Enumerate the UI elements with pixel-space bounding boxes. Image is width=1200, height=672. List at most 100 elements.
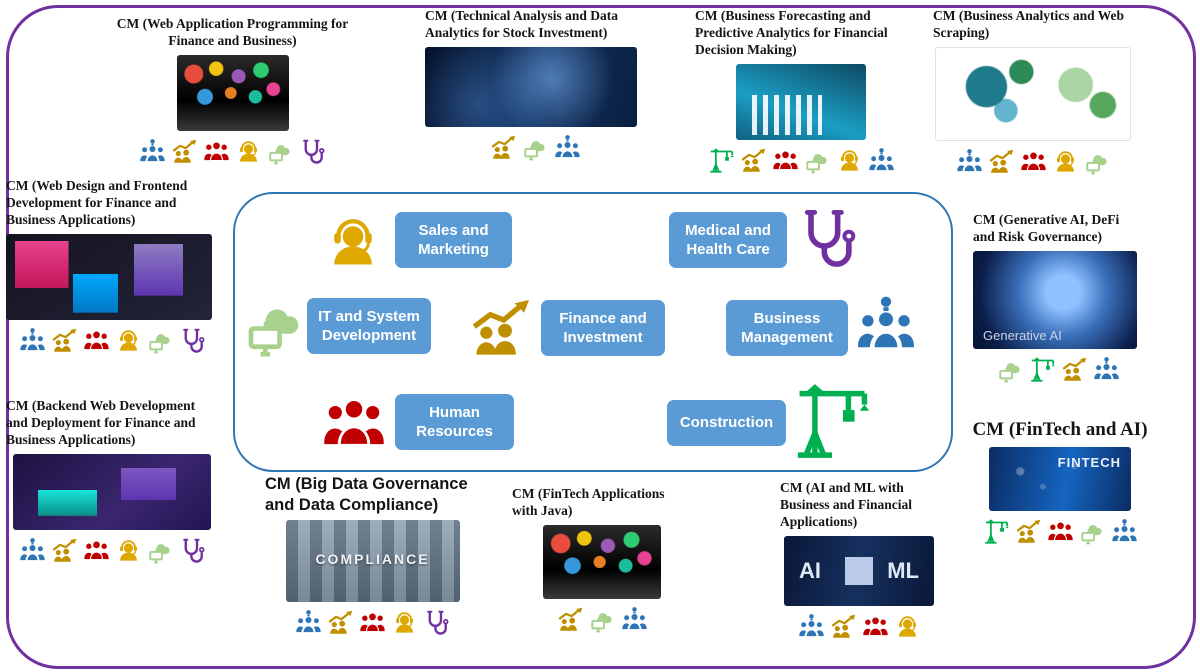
module-title: CM (Generative AI, DeFi and Risk Governa…	[973, 212, 1120, 244]
sales-marketing-icon	[323, 212, 383, 272]
business-management-icon	[868, 147, 895, 174]
human-resources-icon	[83, 537, 110, 564]
human-resources-icon	[772, 147, 799, 174]
human-resources-icon	[321, 390, 387, 456]
it-system-icon	[997, 356, 1024, 383]
sales-marketing-icon	[894, 613, 921, 640]
module-image-business-analytics	[935, 46, 1131, 141]
fintech-caption: FINTECH	[1057, 454, 1121, 470]
module-title: CM (Web Design and Frontend Development …	[6, 178, 188, 227]
module-sector-icons	[695, 147, 907, 174]
module-sector-icons	[933, 148, 1133, 175]
module-card-generative-ai: CM (Generative AI, DeFi and Risk Governa…	[973, 212, 1143, 383]
module-title: CM (Web Application Programming for Fina…	[116, 16, 349, 48]
module-title: CM (FinTech Applications with Java)	[512, 486, 665, 518]
human-resources-icon	[83, 327, 110, 354]
business-management-icon	[1111, 518, 1138, 545]
business-management-icon	[19, 327, 46, 354]
module-image-web-app-programming	[176, 54, 289, 131]
team-idea-icon	[855, 294, 917, 356]
ml-caption: ML	[887, 557, 919, 583]
module-sector-icons	[6, 537, 218, 564]
module-sector-icons	[780, 613, 938, 640]
crane-icon	[791, 380, 873, 462]
compliance-caption: COMPLIANCE	[315, 551, 430, 568]
finance-icon	[1015, 518, 1042, 545]
business-management-icon	[19, 537, 46, 564]
module-sector-icons	[425, 134, 645, 161]
module-image-backend-web-development	[13, 453, 211, 530]
finance-icon	[740, 147, 767, 174]
human-resources-icon	[1020, 148, 1047, 175]
medical-icon	[299, 138, 326, 165]
cloud-computing-icon	[243, 292, 309, 358]
business-management-icon	[554, 134, 581, 161]
medical-icon	[423, 609, 450, 636]
sector-label: Human Resources	[416, 403, 493, 441]
medical-icon	[179, 327, 206, 354]
sector-pill-finance: Finance and Investment	[541, 300, 665, 356]
module-card-fintech-java: CM (FinTech Applications with Java)	[512, 486, 692, 633]
construction-icon	[983, 518, 1010, 545]
business-management-icon	[621, 606, 648, 633]
it-system-icon	[267, 138, 294, 165]
module-sector-icons	[265, 609, 480, 636]
sector-pill-business-management: Business Management	[726, 300, 848, 356]
sales-marketing-icon	[836, 147, 863, 174]
finance-icon	[51, 537, 78, 564]
sector-pill-sales-marketing: Sales and Marketing	[395, 212, 512, 268]
module-sector-icons	[973, 356, 1143, 383]
finance-icon	[1061, 356, 1088, 383]
sales-marketing-icon	[115, 537, 142, 564]
module-image-ai-ml: AI ML	[784, 535, 934, 606]
business-management-icon	[798, 613, 825, 640]
medical-icon	[179, 537, 206, 564]
module-sector-icons	[105, 138, 360, 165]
human-resources-icon	[1047, 518, 1074, 545]
module-sector-icons	[512, 606, 692, 633]
finance-icon	[51, 327, 78, 354]
finance-growth-icon	[469, 296, 533, 360]
sector-pill-medical: Medical and Health Care	[669, 212, 787, 268]
business-management-icon	[956, 148, 983, 175]
module-title: CM (Big Data Governance and Data Complia…	[265, 475, 468, 514]
sales-marketing-icon	[115, 327, 142, 354]
construction-icon	[1029, 356, 1056, 383]
module-title: CM (Business Forecasting and Predictive …	[695, 8, 888, 57]
sector-map: Sales and Marketing Medical and Health C…	[233, 192, 953, 472]
sector-label: Medical and Health Care	[685, 221, 771, 259]
module-card-web-app-programming: CM (Web Application Programming for Fina…	[105, 16, 360, 165]
module-card-big-data-governance: CM (Big Data Governance and Data Complia…	[265, 474, 480, 636]
sales-marketing-icon	[1052, 148, 1079, 175]
module-card-business-analytics: CM (Business Analytics and Web Scraping)	[933, 8, 1133, 175]
it-system-icon	[804, 147, 831, 174]
construction-icon	[708, 147, 735, 174]
sector-label: Finance and Investment	[559, 309, 647, 347]
module-image-technical-analysis	[425, 46, 637, 127]
business-management-icon	[139, 138, 166, 165]
module-image-generative-ai: Generative AI	[973, 250, 1137, 349]
module-title: CM (Business Analytics and Web Scraping)	[933, 8, 1125, 40]
human-resources-icon	[203, 138, 230, 165]
module-image-fintech-java	[543, 524, 661, 599]
it-system-icon	[522, 134, 549, 161]
module-title: CM (FinTech and AI)	[972, 419, 1148, 440]
sector-label: Sales and Marketing	[418, 221, 489, 259]
human-resources-icon	[359, 609, 386, 636]
it-system-icon	[1084, 148, 1111, 175]
sales-marketing-icon	[235, 138, 262, 165]
it-system-icon	[147, 327, 174, 354]
module-sector-icons	[6, 327, 218, 354]
sector-pill-human-resources: Human Resources	[395, 394, 514, 450]
sector-label: Construction	[679, 414, 774, 432]
finance-icon	[171, 138, 198, 165]
module-title: CM (Backend Web Development and Deployme…	[6, 398, 196, 447]
module-image-web-design-frontend	[6, 233, 212, 320]
business-management-icon	[295, 609, 322, 636]
human-resources-icon	[862, 613, 889, 640]
sector-pill-construction: Construction	[667, 400, 786, 446]
sector-label: Business Management	[741, 309, 833, 347]
module-card-web-design-frontend: CM (Web Design and Frontend Development …	[6, 178, 218, 354]
module-card-business-forecasting: CM (Business Forecasting and Predictive …	[695, 8, 907, 174]
